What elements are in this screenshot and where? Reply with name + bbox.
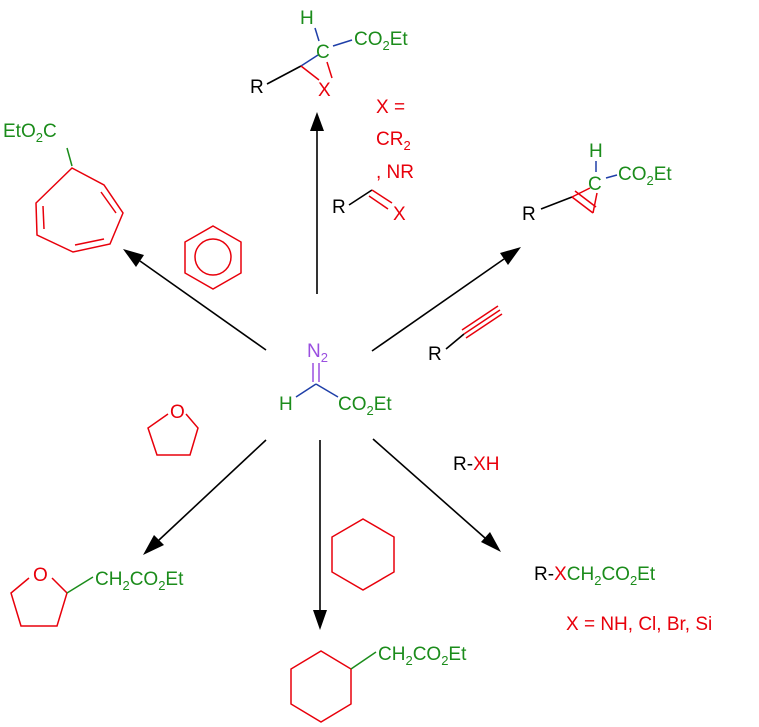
alkyne-triple-c [465, 313, 503, 339]
top-x-label: X [318, 80, 331, 101]
top-c-ester-bond [332, 39, 353, 47]
center-ester-label: CO2Et [338, 394, 392, 418]
thf-reagent-ring [147, 413, 199, 456]
cond-imine-double-a [371, 189, 393, 204]
tl-ester-label: EtO2C [3, 121, 57, 145]
carbene-ester-bond [315, 383, 339, 398]
product-top-ring: H C CO2Et R X [250, 8, 408, 101]
reagent-alkyne: R [428, 305, 503, 365]
alkyne-r-label: R [428, 344, 442, 365]
benzene-ring [184, 225, 242, 290]
top-ester-label: CO2Et [354, 29, 408, 53]
cyclohexane-chain-bond [350, 651, 377, 670]
tr-ring-bond-3 [592, 192, 598, 214]
center-diazo-compound: N2 H CO2Et [279, 341, 392, 418]
arrowhead-upper-left [123, 249, 144, 267]
alkyne-r-bond [445, 333, 465, 350]
thf-product-o: O [33, 565, 48, 586]
tr-ring-double-a [571, 196, 594, 214]
product-xh-insertion: R-XCH2CO2Et X = NH, Cl, Br, Si [534, 564, 712, 635]
top-c-label: C [316, 42, 330, 63]
tl-ring-double-2 [74, 238, 105, 246]
arrow-upper-right [371, 258, 505, 352]
tr-r-label: R [522, 204, 536, 225]
arrowhead-lower-left [143, 535, 164, 555]
tr-r-bond [540, 196, 573, 210]
alkyne-triple-a [463, 309, 501, 335]
cyclohexane-product-ring [290, 650, 352, 723]
center-h-label: H [279, 394, 293, 415]
cyclohexane-chain: CH2CO2Et [378, 644, 467, 668]
cond-imine-double-b [368, 195, 389, 210]
reagent-rxh: R-XH [453, 454, 499, 475]
thf-product-chain: CH2CO2Et [95, 569, 184, 593]
reagent-cyclohexane [331, 518, 395, 591]
top-h-label: H [300, 8, 314, 29]
tr-c-label: C [588, 174, 602, 195]
top-ring-bond-x1 [300, 65, 320, 81]
arrowhead-lower-right [481, 532, 501, 552]
product-cyclopropene: H C CO2Et R [522, 141, 672, 225]
tl-ester-bond [66, 147, 73, 167]
thf-product-ring [10, 577, 68, 627]
cond-imine-r: R [332, 197, 346, 218]
tr-h-label: H [589, 141, 603, 162]
cond-imine-x: X [393, 204, 406, 225]
tl-seven-ring [35, 167, 124, 253]
reagent-thf: O [147, 402, 199, 456]
top-ch-bond [314, 27, 320, 42]
product-cycloheptatriene: EtO2C [3, 121, 124, 253]
product-thf: O CH2CO2Et [10, 565, 184, 627]
top-r-label: R [250, 77, 264, 98]
rxh-r: R-XH [453, 454, 499, 475]
top-conditions: X = CR2 , NR R X [332, 97, 414, 225]
arrow-lower-left [158, 439, 267, 541]
cond-imine-r-bond [348, 189, 373, 206]
tr-ring-double-b [574, 190, 597, 208]
arrowhead-up [310, 112, 324, 131]
xh-product: R-XCH2CO2Et [534, 564, 656, 588]
tr-c-ester-bond [605, 174, 618, 179]
diazo-n2-label: N2 [307, 341, 328, 365]
top-ring-bond-x2 [326, 61, 333, 79]
reagent-benzene [184, 225, 242, 290]
cyclohexane-reagent-ring [331, 518, 395, 591]
cond-x-equals: X = [376, 97, 405, 118]
tr-ester-label: CO2Et [618, 164, 672, 188]
reaction-arrows [123, 112, 521, 630]
tl-ring-double-3 [42, 205, 45, 230]
carbene-h-bond [295, 383, 317, 398]
top-r-bond [266, 65, 302, 85]
thf-reagent-o: O [170, 402, 185, 423]
arrow-lower-right [372, 438, 486, 539]
top-ring-bond-cc [300, 54, 319, 67]
tl-ring-double-1 [100, 191, 117, 214]
xh-scope-note: X = NH, Cl, Br, Si [566, 614, 712, 635]
arrow-upper-left [139, 260, 267, 351]
cond-nr: , NR [376, 162, 414, 183]
thf-product-chain-bond [66, 576, 94, 594]
arrowhead-upper-right [500, 247, 521, 265]
product-cyclohexane: CH2CO2Et [290, 644, 467, 723]
tr-ring-bond-1 [571, 187, 591, 198]
benzene-aromatic-circle [194, 238, 232, 276]
arrowhead-down [313, 610, 327, 630]
alkyne-triple-b [461, 305, 499, 331]
cond-cr2: CR2 [376, 129, 411, 153]
